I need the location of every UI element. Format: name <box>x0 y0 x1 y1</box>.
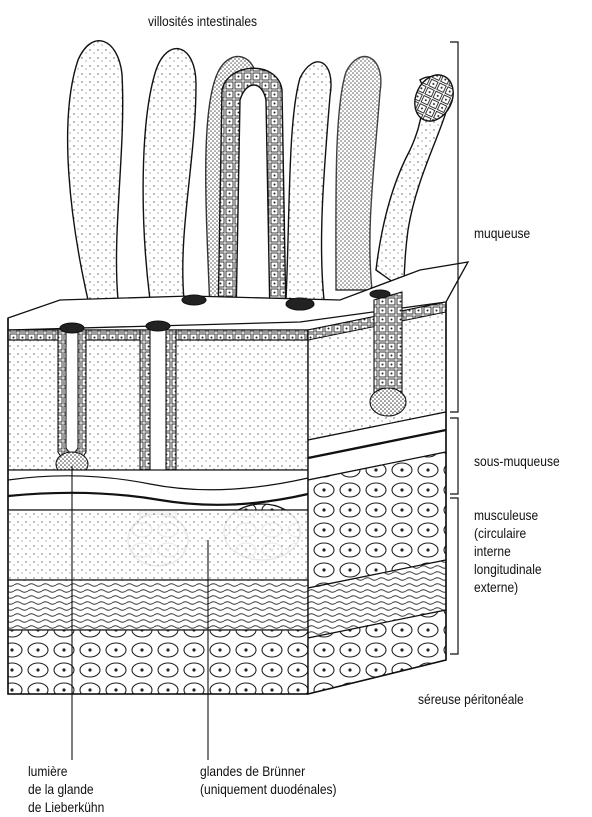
label-sous-muqueuse: sous-muqueuse <box>474 452 560 470</box>
label-glandes-line-2: (uniquement duodénales) <box>200 780 337 798</box>
label-sereuse: séreuse péritonéale <box>418 690 524 708</box>
layer-brackets <box>450 42 458 654</box>
label-glandes-line-1: glandes de Brünner <box>200 762 337 780</box>
label-lumiere-line-3: de Lieberkühn <box>28 798 104 816</box>
label-musculeuse-line-4: longitudinale <box>474 560 542 578</box>
label-musculeuse-line-5: externe) <box>474 578 542 596</box>
label-villosites: villosités intestinales <box>148 12 257 30</box>
label-lumiere-line-2: de la glande <box>28 780 104 798</box>
label-musculeuse-line-3: interne <box>474 542 542 560</box>
label-musculeuse: musculeuse (circulaire interne longitudi… <box>474 506 542 596</box>
label-muqueuse: muqueuse <box>474 224 530 242</box>
label-lumiere: lumière de la glande de Lieberkühn <box>28 762 104 816</box>
label-glandes-brunner: glandes de Brünner (uniquement duodénale… <box>200 762 337 798</box>
label-musculeuse-line-2: (circulaire <box>474 524 542 542</box>
label-lumiere-line-1: lumière <box>28 762 104 780</box>
label-musculeuse-line-1: musculeuse <box>474 506 542 524</box>
